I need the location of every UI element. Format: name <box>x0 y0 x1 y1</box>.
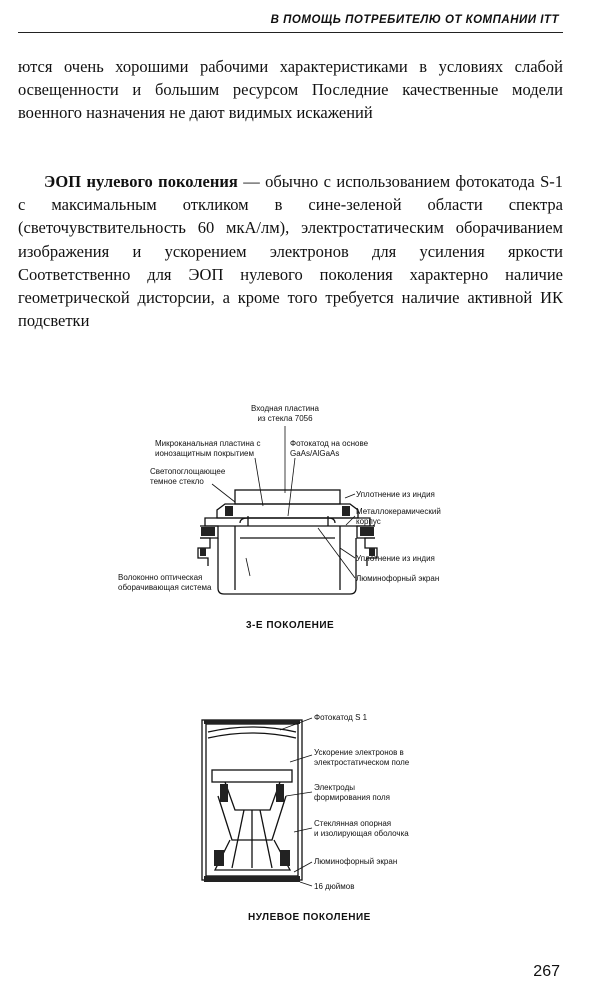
paragraph-2: ЭОП нулевого поколения — обычно с исполь… <box>18 170 563 332</box>
input-window-shape <box>234 489 341 505</box>
running-title: В ПОМОЩЬ ПОТРЕБИТЕЛЮ ОТ КОМПАНИИ ITT <box>270 14 559 26</box>
label-dark-glass-2: темное стекло <box>150 477 204 486</box>
paragraph-1: ются очень хорошими рабочими характерист… <box>18 57 563 123</box>
label-gen0-glass-2: и изолирующая оболочка <box>314 829 409 838</box>
label-photocathode-2: GaAs/AlGaAs <box>290 449 339 458</box>
label-gen0-acceleration-2: электростатическом поле <box>314 758 410 767</box>
label-housing-1: Металлокерамический <box>356 507 441 516</box>
label-indium-seal-bottom: Уплотнение из индия <box>356 554 435 563</box>
label-gen0-electrodes-1: Электроды <box>314 783 355 792</box>
label-fiber-1: Волоконно оптическая <box>118 573 202 582</box>
figure-gen3-caption: 3-Е ПОКОЛЕНИЕ <box>246 620 335 631</box>
label-input-plate-1: Входная пластина <box>251 404 320 413</box>
figure-gen0-caption: НУЛЕВОЕ ПОКОЛЕНИЕ <box>248 912 371 923</box>
label-input-plate-2: из стекла 7056 <box>257 414 313 423</box>
label-phosphor: Люминофорный экран <box>356 574 439 583</box>
figure-gen3-diagram: Входная пластина из стекла 7056 Микрокан… <box>118 404 441 595</box>
label-housing-2: корпус <box>356 517 381 526</box>
label-gen0-phosphor: Люминофорный экран <box>314 857 397 866</box>
label-gen0-acceleration-1: Ускорение электронов в <box>314 748 404 757</box>
label-fiber-2: оборачивающая система <box>118 583 212 592</box>
label-gen0-glass-1: Стеклянная опорная <box>314 819 391 828</box>
label-gen0-photocathode: Фотокатод S 1 <box>314 713 368 722</box>
label-mcp-2: ионозащитным покрытием <box>155 449 254 458</box>
paragraph-2-lead: ЭОП нулевого поколения <box>44 172 238 191</box>
label-gen0-electrodes-2: формирования поля <box>314 793 390 802</box>
label-indium-seal-top: Уплотнение из индия <box>356 490 435 499</box>
page-number: 267 <box>533 963 560 980</box>
running-header: В ПОМОЩЬ ПОТРЕБИТЕЛЮ ОТ КОМПАНИИ ITT <box>18 14 563 33</box>
label-photocathode-1: Фотокатод на основе <box>290 439 369 448</box>
paragraph-2-rest: — обычно с использованием фотокатода S-1… <box>18 172 563 331</box>
label-dark-glass-1: Светопоглощающее <box>150 467 226 476</box>
figure-gen0-diagram: Фотокатод S 1 Ускорение электронов в эле… <box>201 713 410 891</box>
label-gen0-size: 16 дюймов <box>314 882 354 891</box>
label-mcp-1: Микроканальная пластина с <box>155 439 260 448</box>
